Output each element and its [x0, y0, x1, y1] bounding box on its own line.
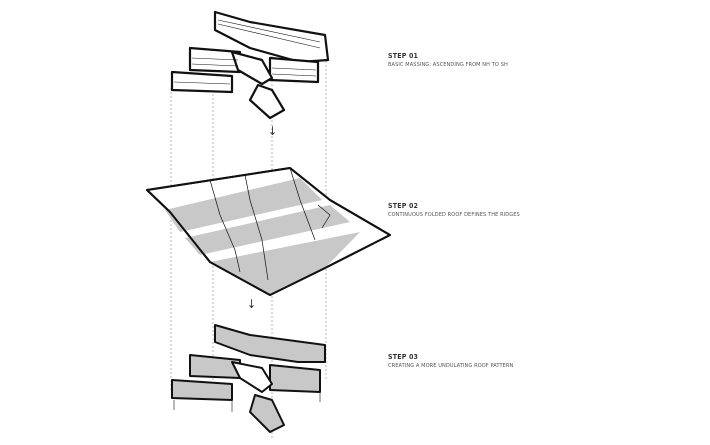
step-description: CONTINUOUS FOLDED ROOF DEFINES THE RIDGE… [388, 212, 520, 218]
down-arrow-icon: ↓ [247, 297, 257, 311]
step-title: STEP 01 [388, 52, 419, 60]
step1-massing-sketch [170, 10, 330, 120]
step-01-caption: STEP 01 BASIC MASSING: ASCENDING FROM NH… [388, 52, 508, 69]
step2-folded-roof-sketch [146, 167, 391, 296]
step-title: STEP 02 [388, 202, 419, 210]
step-02-caption: STEP 02 CONTINUOUS FOLDED ROOF DEFINES T… [388, 202, 520, 219]
step3-undulating-roof-sketch [171, 324, 326, 433]
step-title: STEP 03 [388, 353, 419, 361]
step-03-caption: STEP 03 CREATING A MORE UNDULATING ROOF … [388, 353, 513, 370]
step-description: BASIC MASSING: ASCENDING FROM NH TO SH [388, 62, 508, 68]
down-arrow-icon: ↓ [268, 124, 278, 138]
step-description: CREATING A MORE UNDULATING ROOF PATTERN [388, 363, 514, 369]
